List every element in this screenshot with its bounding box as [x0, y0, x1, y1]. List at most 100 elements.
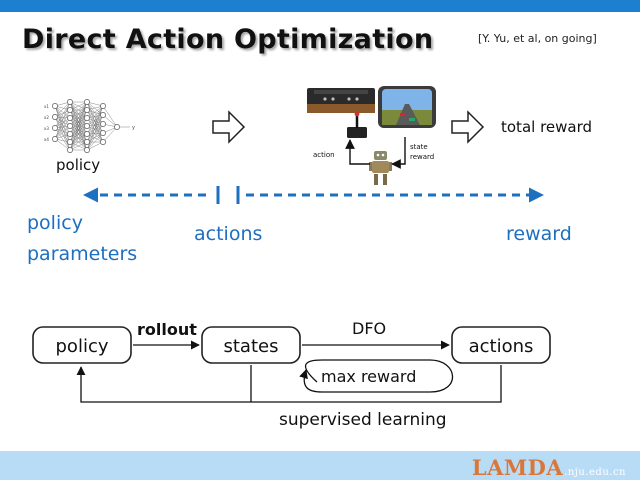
nn-node [67, 123, 73, 129]
svg-text:y: y [132, 125, 135, 131]
nn-node [84, 99, 90, 105]
nn-edge [86, 114, 104, 151]
nn-edge [54, 105, 71, 143]
citation: [Y. Yu, et al, on going] [478, 32, 597, 45]
nn-edge [69, 117, 88, 151]
policy-box-label: policy [56, 336, 109, 357]
max-reward-label: max reward [321, 367, 416, 386]
nn-node [67, 147, 73, 153]
flow-arrows [76, 340, 502, 403]
nn-node [84, 131, 90, 137]
rollout-label: rollout [137, 320, 197, 339]
nn-node [84, 115, 90, 121]
nn-node [84, 123, 90, 129]
hollow-arrow-icon [451, 110, 485, 144]
dfo-label: DFO [352, 319, 386, 338]
total-reward-label: total reward [501, 118, 592, 136]
svg-text:x4: x4 [44, 137, 49, 142]
interaction-loop [345, 137, 406, 169]
nn-node [114, 124, 120, 130]
nn-node [67, 131, 73, 137]
axis-actions-label: actions [194, 223, 262, 245]
nn-edge [54, 117, 71, 129]
nn-node [52, 125, 58, 131]
nn-edge [86, 105, 104, 119]
nn-edge [86, 101, 104, 134]
nn-node [67, 99, 73, 105]
nn-node [100, 103, 106, 109]
loop-reward-label: reward [410, 153, 434, 161]
svg-text:x2: x2 [44, 115, 49, 120]
nn-edge [86, 105, 104, 143]
nn-edge [86, 133, 104, 143]
dashed-axis [83, 186, 544, 204]
nn-edge [86, 117, 104, 134]
nn-node [52, 136, 58, 142]
nn-edge [54, 116, 71, 143]
svg-text:x1: x1 [44, 104, 49, 109]
hollow-arrow-icon [212, 110, 246, 144]
actions-box-label: actions [469, 336, 534, 357]
nn-edge [69, 141, 88, 151]
nn-edge [86, 114, 104, 127]
axis-reward-label: reward [506, 223, 572, 245]
joystick-icon [347, 111, 367, 138]
nn-node [67, 139, 73, 145]
footer-bar [0, 451, 640, 480]
top-accent-bar [0, 0, 640, 12]
nn-edge [54, 105, 71, 119]
nn-edge [54, 138, 71, 151]
nn-edge [54, 127, 71, 143]
svg-text:x3: x3 [44, 126, 49, 131]
nn-edge [102, 126, 118, 143]
game-console-icon [307, 88, 375, 113]
nn-edge [69, 101, 88, 111]
nn-node [100, 112, 106, 118]
nn-node [84, 147, 90, 153]
nn-edge [86, 132, 104, 151]
nn-edge [54, 105, 71, 127]
nn-edge [86, 141, 104, 151]
policy-parameters-line2: parameters [27, 243, 137, 265]
policy-caption: policy [56, 156, 100, 174]
nn-edge [54, 101, 71, 118]
nn-edge [54, 116, 71, 135]
nn-edge [86, 125, 104, 143]
nn-edge [54, 125, 71, 140]
lamda-logo-text: LAMDA [471, 455, 564, 480]
nn-edge [69, 133, 88, 151]
nn-edge [69, 101, 88, 143]
actions-box [451, 326, 551, 364]
nn-node [100, 121, 106, 127]
lamda-logo-domain: .nju.edu.cn [564, 467, 626, 478]
nn-edge [54, 127, 71, 151]
nn-edge [86, 109, 104, 134]
nn-node [67, 115, 73, 121]
nn-edge [86, 132, 104, 143]
robot-agent-icon [369, 151, 392, 185]
nn-edge [102, 105, 118, 128]
nn-edge [86, 123, 104, 135]
nn-node [84, 139, 90, 145]
nn-edge [86, 105, 104, 135]
nn-edge [86, 109, 104, 125]
loop-state-label: state [410, 143, 428, 151]
nn-edge [86, 117, 104, 143]
nn-edge [86, 105, 104, 127]
policy-box [32, 326, 132, 364]
loop-action-label: action [313, 151, 335, 159]
nn-edge [102, 114, 118, 128]
nn-edge [54, 117, 71, 140]
nn-edge [69, 101, 88, 119]
nn-edge [54, 101, 71, 129]
dao-diagram: x1 x2 x3 x4 y policy [27, 86, 592, 430]
nn-edge [69, 101, 88, 127]
policy-parameters-line1: policy [27, 212, 83, 234]
states-box-label: states [224, 336, 279, 357]
nn-node [84, 107, 90, 113]
supervised-learning-label: supervised learning [279, 410, 447, 430]
slide-title: Direct Action Optimization [22, 24, 434, 55]
nn-edge [86, 109, 104, 143]
nn-node [52, 103, 58, 109]
states-box [201, 326, 301, 364]
